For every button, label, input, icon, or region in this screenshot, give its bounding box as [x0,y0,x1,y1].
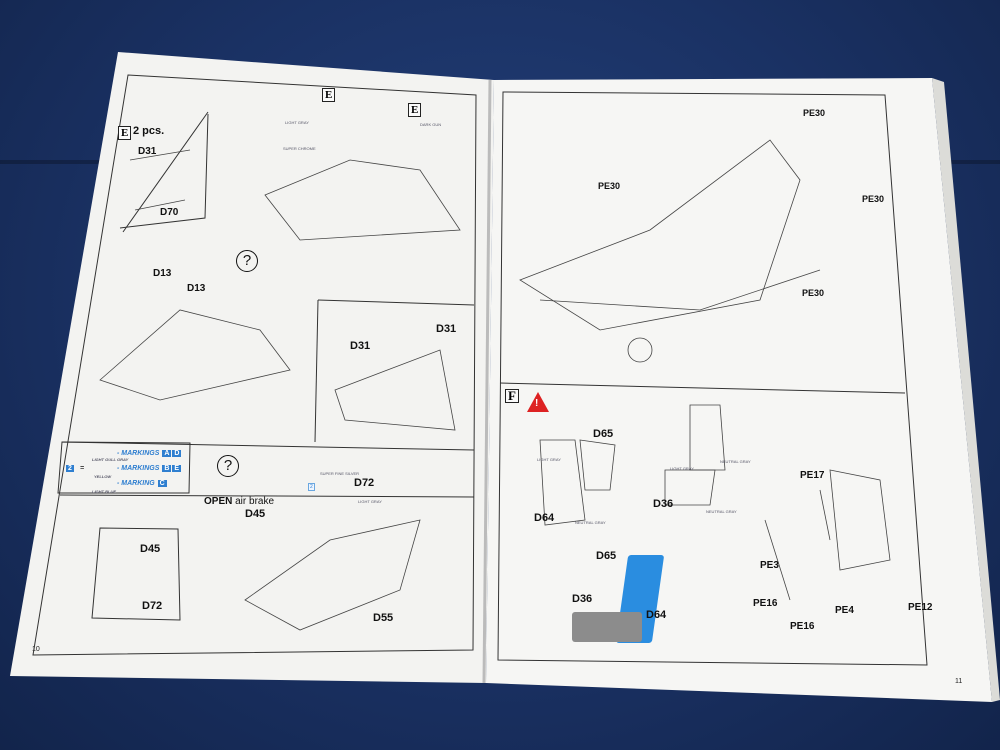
part-label: D72 [354,477,375,489]
paint-label: LIGHT GRAY [670,466,694,471]
step-e-badge: E [408,103,422,117]
paint-key: 2 [308,483,315,491]
part-label: D13 [153,268,172,279]
page-number: 10 [32,646,40,653]
part-label: D70 [160,207,179,218]
step-e-badge: E [118,126,132,140]
page-edges [932,78,1000,702]
step-e-title: 2 pcs. [133,125,165,137]
question-icon: ? [236,250,258,272]
paint-label: LIGHT GRAY [537,457,561,462]
part-label: D45 [245,508,266,520]
airbrake-title: OPEN air brake [204,496,275,507]
paint-label: LIGHT GULL GRAY [92,457,129,462]
part-label: D13 [187,283,206,294]
pe-label: PE16 [753,598,778,609]
spine [482,79,492,684]
part-label: D31 [436,323,457,335]
left-page [10,52,494,683]
paint-label: DARK GUN [420,122,442,127]
part-label: D64 [534,512,555,524]
part-label: D31 [138,146,157,157]
page-number: 11 [955,678,963,685]
paint-label: LIGHT GRAY [358,499,382,504]
paint-label: SUPER CHROME [283,146,316,151]
callout-label: PE30 [803,108,826,118]
markings-legend: 2 = LIGHT GULL GRAY YELLOW LIGHT BLUE - … [62,448,190,494]
right-page [486,78,992,702]
pe-label: PE17 [800,470,825,481]
aircraft-drawings [99,139,891,631]
pe-label: PE12 [908,602,933,613]
pe-label: PE3 [760,560,779,571]
part-label: D31 [350,340,371,352]
callout-label: PE30 [598,181,621,191]
legend-equals: = [80,465,85,472]
legend-key: 2 [66,465,74,472]
part-label: D36 [572,593,593,605]
question-icon: ? [217,455,239,477]
part-label: D65 [596,550,617,562]
paint-label: NEUTRAL GRAY [720,459,751,464]
paint-label: YELLOW [94,474,112,479]
warning-icon: ! [527,392,549,412]
paint-label: NEUTRAL GRAY [706,509,737,514]
part-label: D72 [142,600,163,612]
paint-label: LIGHT GRAY [285,120,309,125]
pe-label: PE16 [790,621,815,632]
part-label: D55 [373,612,394,624]
paint-label: LIGHT BLUE [92,489,116,494]
seat-base [572,612,642,642]
paint-label: NEUTRAL GRAY [575,520,606,525]
step-f-badge: F [505,389,519,403]
part-label: D45 [140,543,161,555]
step-e-badge: E [322,88,336,102]
part-label: D64 [646,609,667,621]
legend-row: - MARKING C [117,480,167,487]
paint-label: SUPER FINE SILVER [320,471,360,476]
part-label: D65 [593,428,614,440]
pe-label: PE4 [835,605,854,616]
callout-label: PE30 [802,288,825,298]
part-label: D36 [653,498,674,510]
callout-label: PE30 [862,194,885,204]
frame-lines [32,74,928,666]
